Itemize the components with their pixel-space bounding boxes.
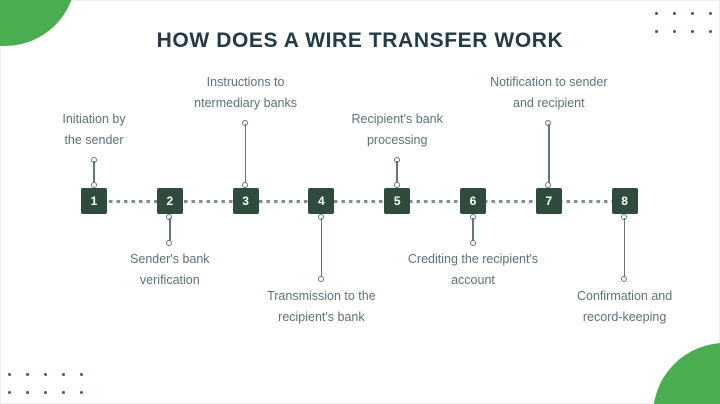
timeline-dashed-line xyxy=(94,200,625,203)
step-label-line: account xyxy=(451,273,495,287)
decor-dot xyxy=(62,391,65,394)
step-label-line: Crediting the recipient's xyxy=(407,252,539,266)
step-label-line: Transmission to the xyxy=(267,289,376,303)
connector-endpoint-dot xyxy=(621,276,628,282)
page-title: HOW DOES A WIRE TRANSFER WORK xyxy=(156,29,564,52)
decor-dot xyxy=(8,391,11,394)
step-label-line: Confirmation and xyxy=(576,289,673,303)
step-label-line: ntermediary banks xyxy=(194,96,297,110)
decor-dot xyxy=(691,30,694,33)
step-number-node: 1 xyxy=(81,188,107,214)
step-label: Initiation by the sender xyxy=(2,109,186,151)
decor-dot xyxy=(709,30,712,33)
decor-dot xyxy=(26,373,29,376)
decor-dot xyxy=(709,12,712,15)
decor-dot xyxy=(62,373,65,376)
step-label: Recipient's bank processing xyxy=(305,109,489,151)
connector-endpoint-dot xyxy=(90,182,97,188)
step-number-node: 8 xyxy=(611,188,638,214)
decor-dot xyxy=(80,373,83,376)
connector-endpoint-dot xyxy=(166,240,173,246)
connector-endpoint-dot xyxy=(469,240,476,246)
step-label-line: and recipient xyxy=(513,96,585,110)
step-label-line: the sender xyxy=(64,133,124,147)
decor-dot xyxy=(80,391,83,394)
decor-dot xyxy=(8,373,11,376)
step-label: Crediting the recipient's account xyxy=(381,249,565,291)
connector-endpoint-dot xyxy=(545,182,552,188)
step-number-node: 6 xyxy=(460,188,486,214)
step-number-node: 5 xyxy=(384,188,411,214)
step-number-node: 2 xyxy=(156,188,183,214)
decor-dot xyxy=(655,12,658,15)
connector-endpoint-dot xyxy=(242,182,249,188)
step-label: Confirmation and record-keeping xyxy=(533,286,717,328)
decor-dot xyxy=(44,391,47,394)
step-label-line: Sender's bank xyxy=(130,252,210,266)
step-label-line: record-keeping xyxy=(582,310,667,324)
connector-endpoint-dot xyxy=(393,182,400,188)
decor-dot xyxy=(673,12,676,15)
step-label-line: verification xyxy=(139,273,200,287)
decor-dot xyxy=(26,391,29,394)
connector-endpoint-dot xyxy=(317,276,324,282)
corner-circle-bottom-right xyxy=(653,343,720,404)
decor-dot xyxy=(691,12,694,15)
step-label: Notification to sender and recipient xyxy=(457,72,641,114)
decor-dot xyxy=(44,373,47,376)
dots-grid-top-right xyxy=(655,12,712,33)
step-label-line: Initiation by xyxy=(62,112,126,126)
step-number-node: 4 xyxy=(308,188,335,214)
step-label-line: Instructions to xyxy=(206,75,285,89)
step-label-line: Recipient's bank xyxy=(351,112,443,126)
step-label: Transmission to the recipient's bank xyxy=(229,286,413,328)
decor-dot xyxy=(673,30,676,33)
step-label-line: Notification to sender xyxy=(490,75,608,89)
step-number-node: 7 xyxy=(535,188,562,214)
step-label: Instructions to ntermediary banks xyxy=(154,72,338,114)
decor-dot xyxy=(655,30,658,33)
step-label-line: recipient's bank xyxy=(278,310,365,324)
step-number-node: 3 xyxy=(232,188,259,214)
dots-grid-bottom-left xyxy=(8,373,83,394)
step-label-line: processing xyxy=(366,133,428,147)
step-label: Sender's bank verification xyxy=(78,249,262,291)
